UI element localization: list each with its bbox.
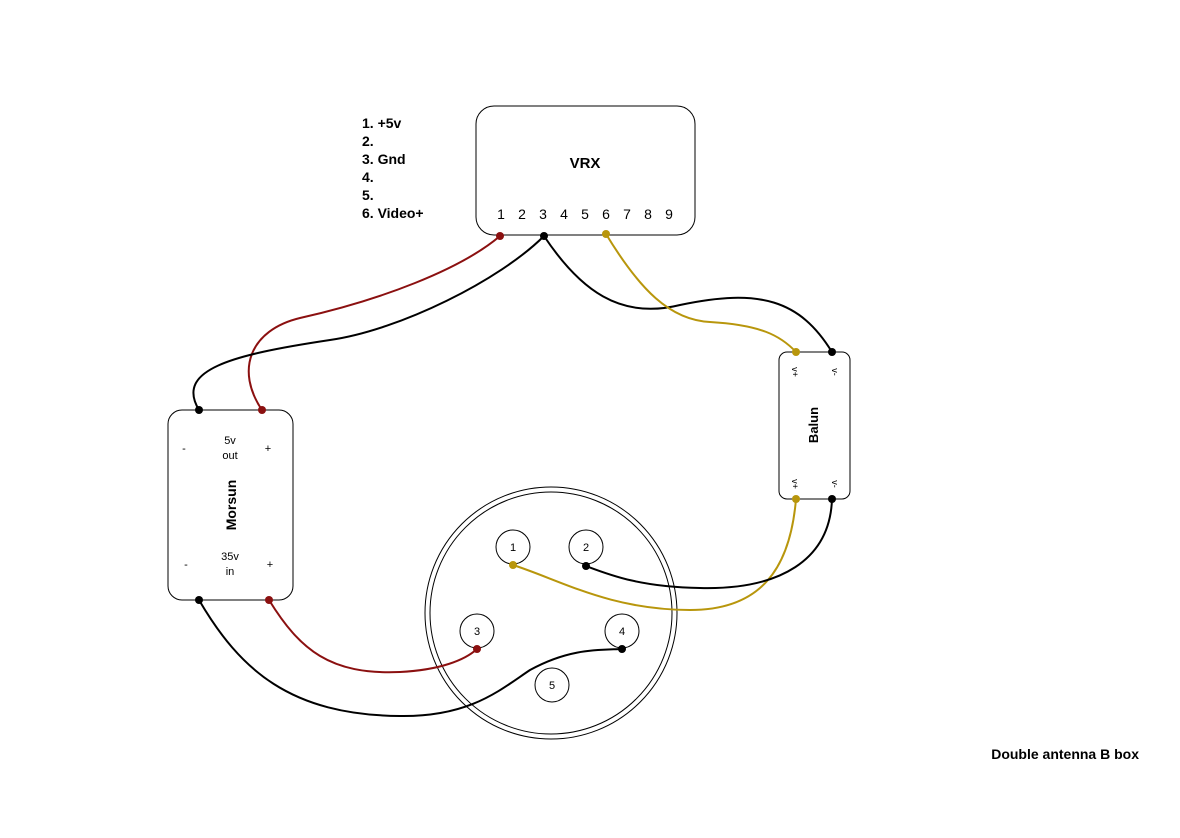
morsun-out-label-1: 5v <box>224 435 236 447</box>
balun-top-vminus-terminal[interactable] <box>828 348 836 356</box>
morsun-in-minus: - <box>184 559 188 571</box>
balun-top-vplus-terminal[interactable] <box>792 348 800 356</box>
connector-pin-5-label: 5 <box>549 680 555 692</box>
balun-bottom-vminus-terminal[interactable] <box>828 495 836 503</box>
morsun-module[interactable]: - + 5v out Morsun - + 35v in <box>167 409 294 601</box>
round-connector[interactable]: 1 2 3 4 5 <box>424 486 678 740</box>
morsun-box[interactable] <box>167 409 294 601</box>
wire-balun-vplus-to-connector-pin-1 <box>512 498 797 612</box>
vrx-pin-3-terminal[interactable] <box>540 232 548 240</box>
wire-vrx-gnd-to-morsun-out-minus <box>192 235 545 411</box>
wire-morsun-in-plus-to-connector-pin-3 <box>268 599 478 674</box>
vrx-pin-3: 3 <box>539 206 547 222</box>
morsun-out-label-2: out <box>222 450 237 462</box>
legend-item-3: 3. Gnd <box>362 151 406 167</box>
wire-endpoints <box>195 230 836 653</box>
legend-item-2: 2. <box>362 133 374 149</box>
vrx-pin-6-terminal[interactable] <box>602 230 610 238</box>
morsun-in-plus: + <box>267 559 273 571</box>
morsun-out-plus-terminal[interactable] <box>258 406 266 414</box>
vrx-pin-6: 6 <box>602 206 610 222</box>
legend-item-6: 6. Video+ <box>362 205 424 221</box>
balun-module[interactable]: v+ v- Balun v+ v- <box>778 351 851 500</box>
vrx-pin-1-terminal[interactable] <box>496 232 504 240</box>
pin-legend: 1. +5v 2. 3. Gnd 4. 5. 6. Video+ <box>362 115 424 221</box>
balun-bottom-vplus: v+ <box>790 479 800 489</box>
balun-title: Balun <box>806 407 821 443</box>
diagram-caption: Double antenna B box <box>991 746 1139 762</box>
connector-pin-2-terminal[interactable] <box>582 562 590 570</box>
balun-top-vplus: v+ <box>790 367 800 377</box>
balun-top-vminus: v- <box>830 368 840 376</box>
vrx-pin-8: 8 <box>644 206 652 222</box>
vrx-title: VRX <box>570 155 601 172</box>
morsun-in-label-2: in <box>226 566 235 578</box>
morsun-out-minus-terminal[interactable] <box>195 406 203 414</box>
vrx-pin-7: 7 <box>623 206 631 222</box>
morsun-title: Morsun <box>223 480 239 531</box>
wire-balun-vminus-to-connector-pin-2 <box>585 498 833 590</box>
vrx-pin-9: 9 <box>665 206 673 222</box>
connector-inner-ring <box>429 491 673 735</box>
vrx-pin-2: 2 <box>518 206 526 222</box>
vrx-box[interactable] <box>475 105 696 236</box>
vrx-pin-5: 5 <box>581 206 589 222</box>
connector-pin-2-label: 2 <box>583 542 589 554</box>
wire-vrx-5v-to-morsun-out-plus <box>247 235 501 411</box>
morsun-in-minus-terminal[interactable] <box>195 596 203 604</box>
connector-pin-5[interactable] <box>534 667 570 703</box>
connector-pin-1-terminal[interactable] <box>509 561 517 569</box>
wire-vrx-video-to-balun-top-vplus <box>605 233 797 353</box>
vrx-module[interactable]: VRX 1 2 3 4 5 6 7 8 9 <box>475 105 696 236</box>
connector-pin-3-terminal[interactable] <box>473 645 481 653</box>
morsun-in-label-1: 35v <box>221 551 239 563</box>
balun-bottom-vplus-terminal[interactable] <box>792 495 800 503</box>
connector-pin-4-label: 4 <box>619 626 625 638</box>
connector-pin-3-label: 3 <box>474 626 480 638</box>
balun-box[interactable] <box>778 351 851 500</box>
legend-item-5: 5. <box>362 187 374 203</box>
balun-bottom-vminus: v- <box>830 480 840 488</box>
legend-item-4: 4. <box>362 169 374 185</box>
morsun-out-plus: + <box>265 443 271 455</box>
wires <box>192 233 833 718</box>
legend-item-1: 1. +5v <box>362 115 402 131</box>
connector-pin-4-terminal[interactable] <box>618 645 626 653</box>
vrx-pin-1: 1 <box>497 206 505 222</box>
morsun-in-plus-terminal[interactable] <box>265 596 273 604</box>
wire-vrx-gnd-to-balun-top-vminus <box>543 235 833 353</box>
morsun-out-minus: - <box>182 443 186 455</box>
wire-morsun-in-minus-to-connector-pin-4 <box>198 599 623 718</box>
connector-pin-1-label: 1 <box>510 542 516 554</box>
vrx-pin-4: 4 <box>560 206 568 222</box>
